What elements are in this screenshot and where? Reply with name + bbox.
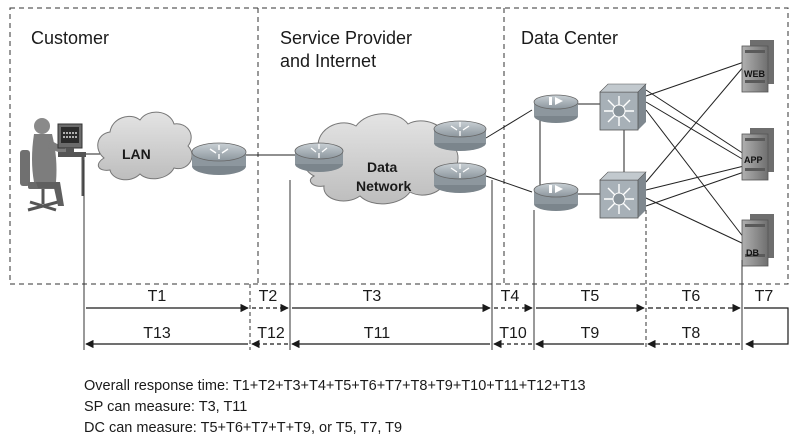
data-network-cloud [302,113,459,205]
network-links [85,61,745,245]
content-switch-icon [533,182,579,211]
label-t3: T3 [363,288,382,305]
lan-cloud-label: LAN [122,146,151,162]
router-icon [433,120,487,151]
arrow-t7 [744,307,789,349]
server-icon [741,214,774,267]
multilayer-switch-icon [599,83,647,131]
zone-customer-label: Customer [31,28,109,48]
link-sw1-db [645,109,745,239]
label-t13: T13 [143,325,171,342]
label-t7: T7 [755,288,774,305]
sp-measure-text: SP can measure: T3, T11 [84,399,248,415]
zone-boxes [9,7,789,285]
link-sw2-app-b [645,171,745,207]
link-sw2-web [645,65,745,183]
server-icon [741,128,774,181]
label-t2: T2 [259,288,278,305]
zone-sp-label-line1: Service Provider [280,28,412,48]
link-sw1-web [645,61,745,97]
label-t10: T10 [499,325,527,342]
link-sw1-app-b [645,89,745,155]
overall-response-time-text: Overall response time: T1+T2+T3+T4+T5+T6… [84,378,586,394]
server-web-label: WEB [744,69,765,79]
link-router-cs1 [485,109,533,139]
zone-sp-label-line2: and Internet [280,51,376,71]
label-t8: T8 [682,325,701,342]
label-t12: T12 [257,325,285,342]
request-arrows [86,303,789,349]
server-icon [741,40,774,93]
label-t11: T11 [364,325,390,342]
router-icon [191,142,247,175]
server-app-label: APP [744,155,763,165]
server-db-label: DB [746,248,759,258]
zones-outer-border [9,7,789,285]
link-sw2-db [645,197,745,245]
lan-cloud [97,111,193,181]
link-sw1-app [645,101,745,161]
zone-dc-label: Data Center [521,28,618,48]
link-sw2-app [645,165,745,191]
link-router-cs2 [485,175,533,193]
router-icon [433,162,487,193]
dc-measure-text: DC can measure: T5+T6+T7+T+T9, or T5, T7… [84,420,403,436]
multilayer-switch-icon [599,171,647,219]
data-network-label-line1: Data [367,159,398,175]
user-workstation-icon [20,118,86,212]
data-network-label-line2: Network [356,178,411,194]
content-switch-icon [533,94,579,123]
label-t1: T1 [148,288,167,305]
timing-guides [83,160,743,350]
router-icon [294,142,344,172]
label-t4: T4 [501,288,520,305]
label-t9: T9 [581,325,600,342]
label-t5: T5 [581,288,600,305]
label-t6: T6 [682,288,701,305]
